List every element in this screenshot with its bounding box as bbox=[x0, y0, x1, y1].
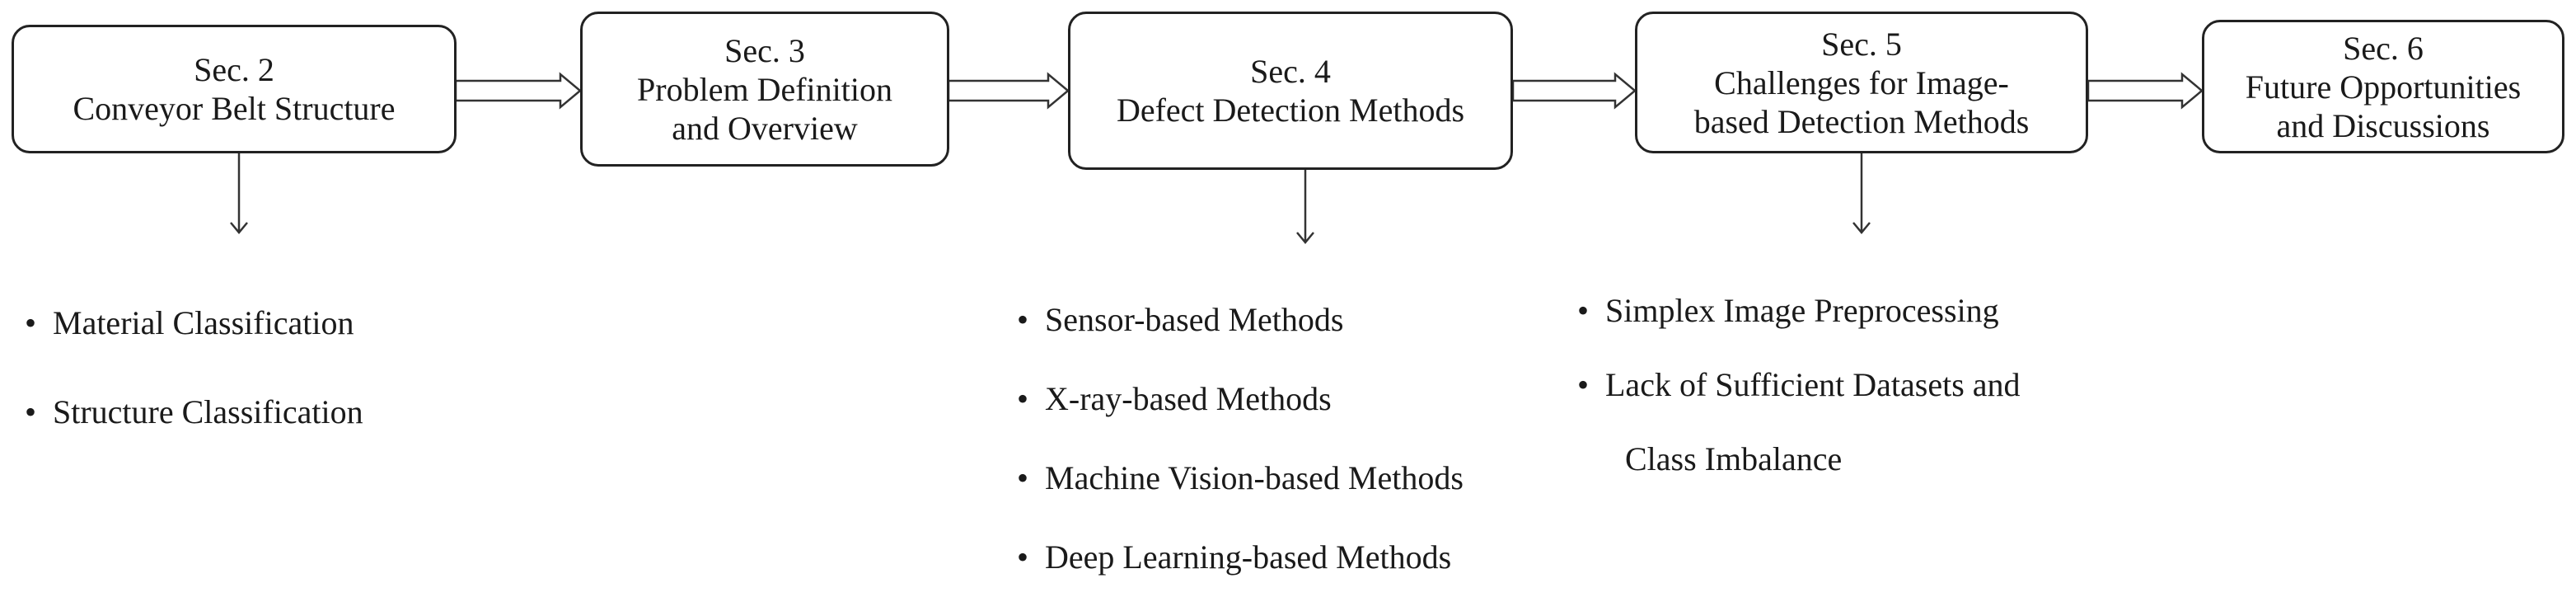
list-item: Simplex Image Preprocessing bbox=[1576, 274, 2021, 348]
section-title-line-2: based Detection Methods bbox=[1693, 102, 2030, 140]
list-item-continuation: Class Imbalance bbox=[1625, 440, 1843, 477]
sec5-detail-list: Simplex Image Preprocessing Lack of Suff… bbox=[1576, 274, 2021, 496]
section-box-sec4: Sec. 4 Defect Detection Methods bbox=[1068, 12, 1513, 170]
section-number: Sec. 2 bbox=[194, 51, 274, 88]
arrow-down-sec2 bbox=[230, 153, 248, 234]
sec2-detail-list: Material Classification Structure Classi… bbox=[23, 279, 363, 457]
section-number: Sec. 3 bbox=[724, 31, 805, 69]
list-item: X-ray-based Methods bbox=[1015, 360, 1464, 439]
paper-structure-diagram: Sec. 2 Conveyor Belt Structure Sec. 3 Pr… bbox=[0, 0, 2576, 579]
list-item: Machine Vision-based Methods bbox=[1015, 439, 1464, 518]
arrow-sec4-to-sec5 bbox=[1511, 72, 1637, 110]
list-item: Lack of Sufficient Datasets and bbox=[1576, 348, 2021, 422]
section-title-line-2: and Discussions bbox=[2276, 106, 2490, 144]
connectors bbox=[230, 72, 2204, 244]
section-title-line-2: and Overview bbox=[672, 109, 858, 147]
arrow-down-sec5 bbox=[1852, 153, 1871, 234]
section-box-sec6: Sec. 6 Future Opportunities and Discussi… bbox=[2202, 20, 2564, 153]
section-box-sec2: Sec. 2 Conveyor Belt Structure bbox=[12, 25, 457, 153]
arrow-sec3-to-sec4 bbox=[947, 72, 1070, 110]
list-item: Material Classification bbox=[23, 279, 363, 368]
section-title-line-1: Problem Definition bbox=[637, 70, 892, 108]
section-number: Sec. 5 bbox=[1821, 25, 1902, 63]
section-box-sec5: Sec. 5 Challenges for Image- based Detec… bbox=[1635, 12, 2088, 153]
section-number: Sec. 4 bbox=[1250, 53, 1331, 90]
arrow-sec2-to-sec3 bbox=[454, 72, 582, 110]
section-title: Conveyor Belt Structure bbox=[73, 90, 396, 127]
arrow-down-sec4 bbox=[1296, 169, 1314, 244]
section-title-line-1: Challenges for Image- bbox=[1714, 63, 2009, 101]
section-title: Defect Detection Methods bbox=[1116, 92, 1465, 129]
section-box-sec3: Sec. 3 Problem Definition and Overview bbox=[580, 12, 949, 167]
arrow-sec5-to-sec6 bbox=[2087, 72, 2204, 110]
sec4-detail-list: Sensor-based Methods X-ray-based Methods… bbox=[1015, 280, 1464, 597]
section-number: Sec. 6 bbox=[2343, 29, 2424, 67]
list-item: Deep Learning-based Methods bbox=[1015, 518, 1464, 597]
section-title-line-1: Future Opportunities bbox=[2245, 68, 2522, 106]
list-item: Sensor-based Methods bbox=[1015, 280, 1464, 360]
list-item: Structure Classification bbox=[23, 368, 363, 457]
